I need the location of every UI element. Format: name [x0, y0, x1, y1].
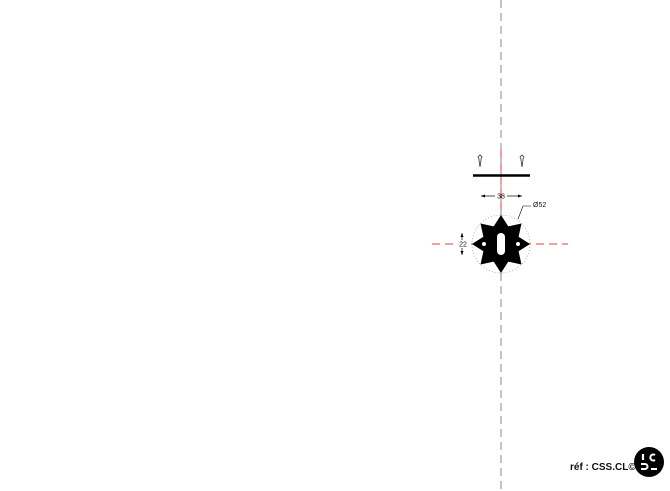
- keyhole-slot: [497, 233, 505, 255]
- screw-hole: [516, 242, 520, 246]
- star-escutcheon: [472, 215, 530, 273]
- logo-icon: [641, 453, 657, 470]
- screw-icon: [519, 154, 525, 168]
- brand-logo: [634, 447, 664, 477]
- width-label: 38: [497, 194, 505, 201]
- screw-icon: [477, 154, 483, 168]
- reference-label: réf : CSS.CL©: [570, 462, 636, 473]
- side-view: [473, 154, 530, 177]
- height-dimension: 22: [458, 233, 468, 255]
- width-dimension: 38: [481, 194, 522, 201]
- diameter-label: Ø52: [533, 202, 546, 209]
- screw-hole: [482, 242, 486, 246]
- height-label: 22: [459, 242, 467, 249]
